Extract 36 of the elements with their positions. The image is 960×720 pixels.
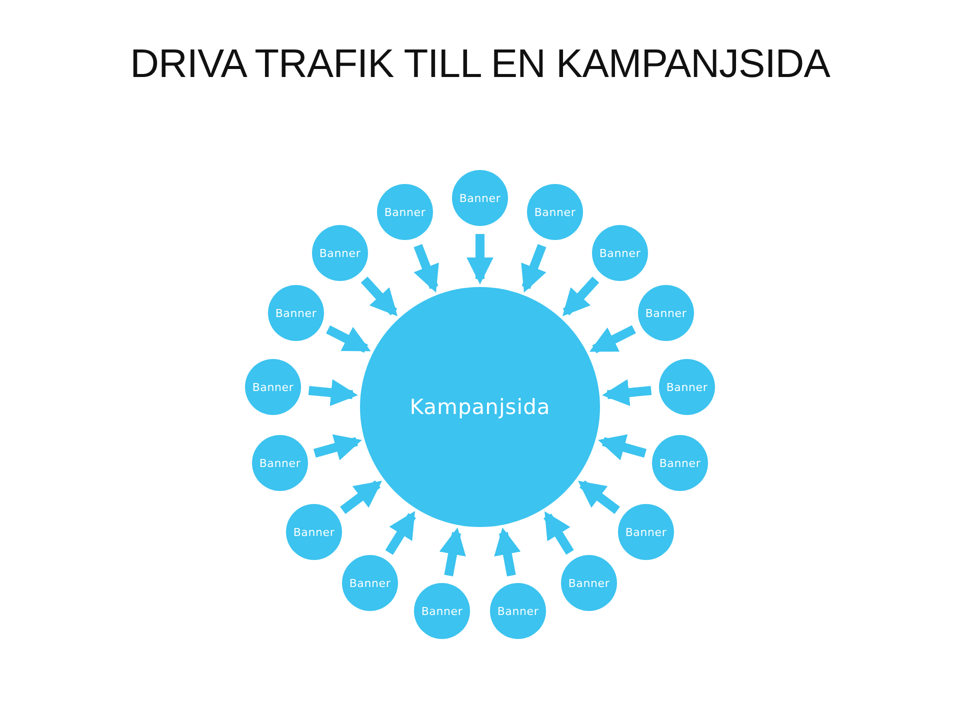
arrow [340,480,382,514]
node-label: Banner [252,380,294,394]
node-label: Banner [319,246,361,260]
arrow [414,244,439,293]
arrow [439,528,466,576]
arrow [385,510,416,555]
arrow [308,379,358,406]
node-label: Banner [384,206,426,218]
arrow [562,276,600,316]
arrow [326,325,371,353]
arrow [494,528,521,576]
node-label: Banner [645,306,687,320]
arrow [578,480,620,514]
node-label: Banner [599,246,641,260]
node-label: Banner [459,192,501,204]
arrow [466,234,494,284]
title: DRIVA TRAFIK TILL EN KAMPANJSIDA [129,42,832,87]
arrow [589,325,636,354]
node-label: Banner [625,526,667,538]
arrow [602,379,652,406]
node-label: Banner [275,306,317,320]
node-label: Banner [497,604,539,618]
node-label: Banner [293,526,335,538]
node-label: Banner [568,576,610,590]
node-label: Banner [349,576,391,590]
arrow [544,511,574,555]
arrow [521,244,546,293]
node-label: Kampanjsida [410,395,550,419]
arrow [598,434,647,460]
arrow [360,276,398,316]
node-label: Banner [534,206,576,218]
node-label: Banner [659,456,701,470]
node-label: Banner [666,380,708,394]
node-label: Banner [259,456,301,470]
arrow [313,434,362,460]
node-label: Banner [421,604,463,618]
